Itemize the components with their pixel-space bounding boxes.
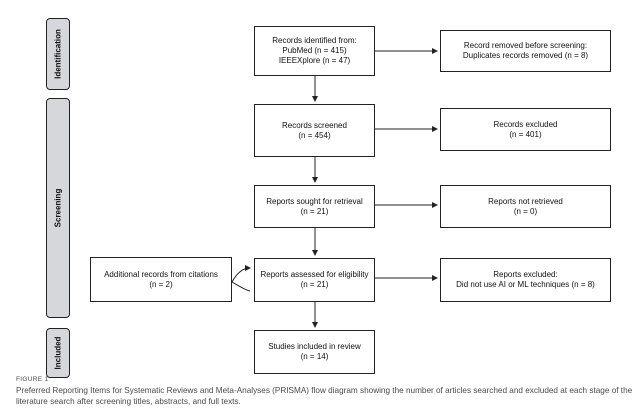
box-reports-excluded-line-1: Reports excluded:	[493, 270, 558, 279]
box-records-identified-line-3: IEEEXplore (n = 47)	[278, 56, 351, 65]
box-reports-sought-line-2: (n = 21)	[300, 206, 329, 216]
figure-caption: Preferred Reporting Items for Systematic…	[16, 386, 633, 406]
box-reports-excluded-line-2: Did not use AI or ML techniques (n = 8)	[456, 280, 595, 289]
box-reports-sought: Reports sought for retrieval (n = 21)	[254, 185, 375, 228]
box-records-excluded-line-2: (n = 401)	[509, 129, 542, 139]
box-reports-assessed-line-2: (n = 21)	[300, 280, 329, 289]
box-reports-assessed: Reports assessed for eligibility (n = 21…	[254, 258, 375, 302]
box-additional-records: Additional records from citations (n = 2…	[90, 257, 232, 302]
box-reports-assessed-line-1: Reports assessed for eligibility	[260, 270, 369, 279]
box-records-excluded: Records excluded (n = 401)	[440, 108, 611, 151]
stage-included: Included	[46, 328, 70, 378]
box-studies-included-line-1: Studies included in review	[268, 342, 361, 351]
box-additional-records-line-1: Additional records from citations	[104, 269, 218, 279]
box-studies-included-line-2: (n = 14)	[300, 352, 329, 361]
box-records-excluded-line-1: Records excluded	[493, 119, 558, 129]
box-records-screened: Records screened (n = 454)	[254, 104, 375, 157]
box-reports-sought-line-1: Reports sought for retrieval	[266, 196, 363, 206]
stage-identification: Identification	[46, 18, 70, 90]
box-records-identified-line-1: Records identified from:	[272, 36, 357, 45]
box-records-identified: Records identified from: PubMed (n = 415…	[254, 26, 375, 76]
arrow-additional-to-assessed	[231, 268, 250, 292]
figure-label: FIGURE 1	[16, 376, 49, 383]
box-reports-not-retrieved-line-2: (n = 0)	[513, 206, 538, 216]
box-reports-not-retrieved: Reports not retrieved (n = 0)	[440, 185, 611, 228]
box-records-identified-line-2: PubMed (n = 415)	[282, 46, 347, 55]
box-records-screened-line-1: Records screened	[282, 120, 347, 130]
box-additional-records-line-2: (n = 2)	[149, 279, 173, 289]
stage-screening: Screening	[46, 98, 70, 318]
box-records-removed-line-2: Duplicates records removed (n = 8)	[462, 51, 589, 60]
box-records-removed: Record removed before screening: Duplica…	[440, 30, 611, 72]
box-records-removed-line-1: Record removed before screening:	[463, 41, 588, 50]
box-reports-not-retrieved-line-1: Reports not retrieved	[488, 196, 563, 206]
box-reports-excluded: Reports excluded: Did not use AI or ML t…	[440, 258, 611, 302]
box-records-screened-line-2: (n = 454)	[298, 130, 331, 140]
box-studies-included: Studies included in review (n = 14)	[254, 330, 375, 374]
